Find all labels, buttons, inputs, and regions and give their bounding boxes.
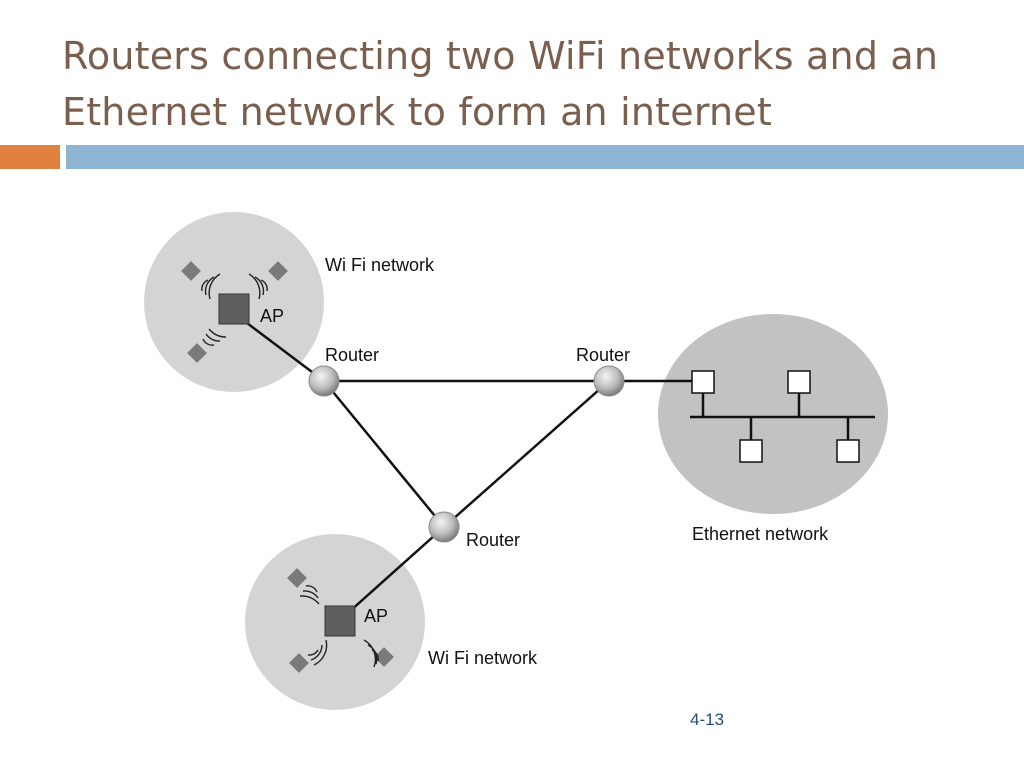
slide-title: Routers connecting two WiFi networks and…: [62, 28, 1012, 140]
ethernet-host-2: [787, 370, 811, 394]
router-bottom-label: Router: [466, 530, 520, 550]
ethernet-bus: [690, 393, 875, 440]
access-point-top: [218, 293, 250, 325]
network-links: [246, 322, 692, 621]
page-number: 4-13: [690, 710, 725, 729]
link-router-bottom-to-ap-bottom: [339, 526, 445, 621]
title-accent-bar: [0, 145, 60, 169]
access-point-bottom: [324, 605, 356, 637]
ap-bottom-label: AP: [364, 606, 388, 626]
ethernet-hosts: [691, 370, 860, 463]
wifi-station-top-1: [181, 261, 201, 281]
wifi-signal-waves-top: [201, 273, 268, 346]
ethernet-host-1: [691, 370, 715, 394]
router-bottom: [428, 511, 460, 543]
ethernet-network-label: Ethernet network: [692, 524, 829, 544]
wifi-station-top-2: [268, 261, 288, 281]
ethernet-host-4: [836, 439, 860, 463]
slide-title-line-1: Routers connecting two WiFi networks and…: [62, 34, 939, 78]
router-left-label: Router: [325, 345, 379, 365]
wifi-signal-waves-bottom: [299, 585, 379, 668]
link-router-right-to-router-bottom: [443, 380, 610, 528]
slide-title-line-2: Ethernet network to form an internet: [62, 90, 772, 134]
router-right: [593, 365, 625, 397]
wifi-station-top-3: [187, 343, 207, 363]
ethernet-network-area: [658, 314, 888, 514]
title-underline-bar: [66, 145, 1024, 169]
wifi-stations-top: [181, 261, 288, 363]
link-router-left-to-router-bottom: [323, 380, 445, 528]
link-ap-top-to-router-left: [246, 322, 325, 382]
ap-top-label: AP: [260, 306, 284, 326]
wifi-network-bottom-label: Wi Fi network: [428, 648, 538, 668]
router-right-label: Router: [576, 345, 630, 365]
wifi-network-top-label: Wi Fi network: [325, 255, 435, 275]
ethernet-host-3: [739, 439, 763, 463]
router-left: [308, 365, 340, 397]
